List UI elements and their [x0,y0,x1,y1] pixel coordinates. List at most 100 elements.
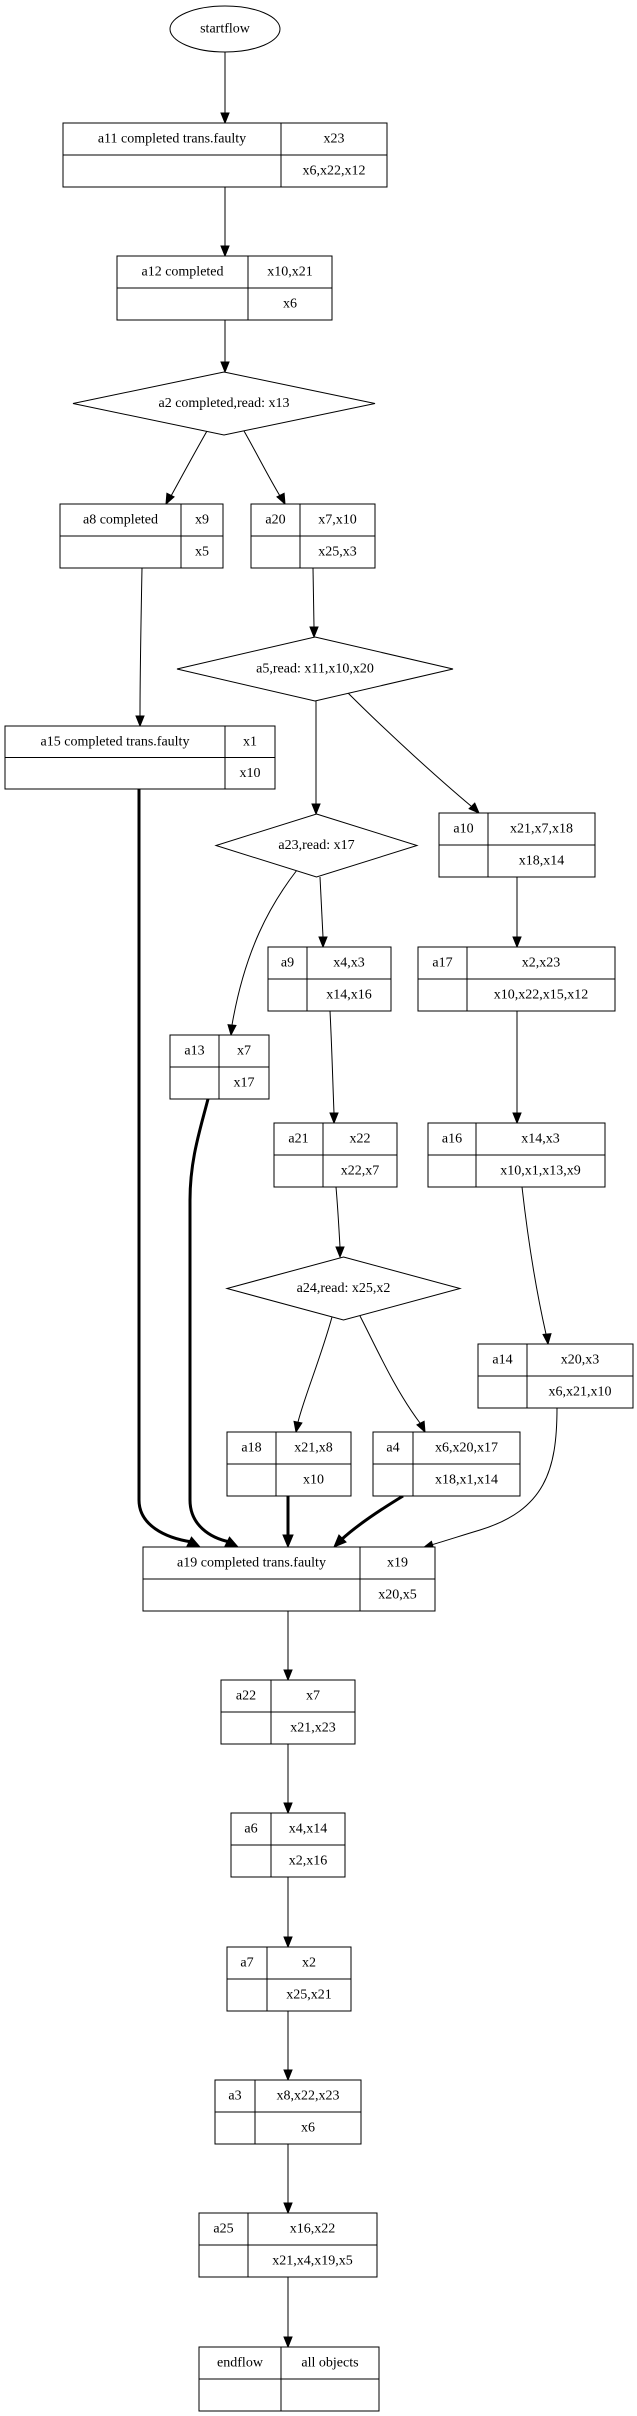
arrowhead-icon [333,1534,347,1548]
node-read-vars: x14,x16 [326,988,372,1003]
edge-a21-to-a24 [335,1186,345,1259]
node-title: a9 [281,956,294,971]
node-title: a11 completed trans.faulty [98,132,246,147]
node-a13: a13 x7 x17 [169,1034,270,1100]
arrowhead-icon [224,1536,240,1548]
arrowhead-icon [220,361,230,374]
edge-a3-to-a25 [283,2144,293,2215]
edge-a16-to-a14 [521,1186,552,1346]
arrowhead-icon [220,245,230,258]
arrowhead-icon [283,2202,293,2215]
node-read-vars: x10 [303,1473,324,1488]
node-written-vars: x8,x22,x23 [277,2089,340,2104]
arrowhead-icon [512,1112,522,1125]
edge-a23-to-a13 [227,869,298,1037]
node-written-vars: x20,x3 [561,1353,600,1368]
edge-a20-to-a5 [309,567,319,639]
node-read-vars: x2,x16 [289,1854,328,1869]
node-label: startflow [200,22,251,37]
node-written-vars: x6,x20,x17 [435,1441,498,1456]
node-a9: a9 x4,x3 x14,x16 [267,946,392,1012]
decision-label: a23,read: x17 [278,838,354,853]
node-title: a6 [244,1822,257,1837]
decision-label: a2 completed,read: x13 [158,396,289,411]
edge-line [521,1186,547,1335]
node-written-vars: x7 [237,1044,251,1059]
node-read-vars: x18,x14 [519,854,565,869]
node-title: a22 [236,1689,256,1704]
edge-a6-to-a7 [283,1877,293,1949]
edge-line [339,1494,404,1542]
node-written-vars: x4,x14 [289,1822,328,1837]
node-read-vars: x25,x21 [286,1988,332,2003]
arrowhead-icon [186,1536,202,1548]
node-title: a16 [442,1132,462,1147]
node-title: a3 [228,2089,241,2104]
node-written-vars: x19 [387,1556,408,1571]
node-read-vars: x25,x3 [318,545,357,560]
edge-a5-to-a23 [311,701,321,816]
node-title: a7 [240,1956,253,1971]
node-a5: a5,read: x11,x10,x20 [176,636,454,702]
arrowhead-icon [329,1112,339,1125]
arrowhead-icon [309,626,319,639]
node-title: a4 [386,1441,399,1456]
node-written-vars: x4,x3 [333,956,365,971]
node-title: a13 [184,1044,204,1059]
node-title: a17 [432,956,452,971]
arrowhead-icon [283,1936,293,1949]
edge-a7-to-a3 [283,2011,293,2082]
node-a19: a19 completed trans.faulty x19 x20,x5 [142,1546,436,1612]
edge-a17-to-a16 [512,1011,522,1125]
node-title: a19 completed trans.faulty [177,1556,326,1571]
edge-line [346,691,472,807]
node-read-vars: x17 [234,1076,255,1091]
node-title: a25 [213,2222,233,2237]
node-written-vars: x7 [306,1689,320,1704]
node-written-vars: all objects [301,2356,358,2371]
start-ellipse [169,5,281,53]
decision-diamond [225,1256,462,1321]
edge-a25-to-endflow [283,2277,293,2349]
decision-diamond [72,371,376,436]
edge-a24-to-a4 [359,1315,426,1434]
arrowhead-icon [542,1333,552,1346]
edge-a10-to-a17 [512,877,522,949]
node-title: a8 completed [83,513,158,528]
edge-line [319,876,324,938]
node-read-vars: x22,x7 [341,1164,380,1179]
node-a6: a6 x4,x14 x2,x16 [230,1812,346,1878]
arrowhead-icon [165,492,175,506]
node-a2: a2 completed,read: x13 [72,371,376,436]
arrowhead-icon [283,2336,293,2349]
node-written-vars: x23 [324,132,345,147]
node-written-vars: x21,x8 [294,1441,333,1456]
node-written-vars: x7,x10 [318,513,357,528]
edge-a9-to-a21 [329,1010,339,1125]
arrowhead-icon [335,1246,345,1259]
edge-line [297,1316,333,1423]
edge-a2-to-a20 [243,430,286,506]
edge-line [243,430,281,497]
edge-a8-to-a15 [135,567,145,728]
edge-line [430,1407,558,1546]
node-read-vars: x20,x5 [378,1588,417,1603]
node-a23: a23,read: x17 [214,813,419,878]
node-title: a20 [265,513,285,528]
edge-a18-to-a19 [282,1496,294,1549]
edge-startflow-to-a11 [220,52,230,125]
node-read-vars: x5 [195,545,209,560]
node-written-vars: x22 [350,1132,371,1147]
edge-line [170,430,208,497]
edge-line [139,567,143,717]
